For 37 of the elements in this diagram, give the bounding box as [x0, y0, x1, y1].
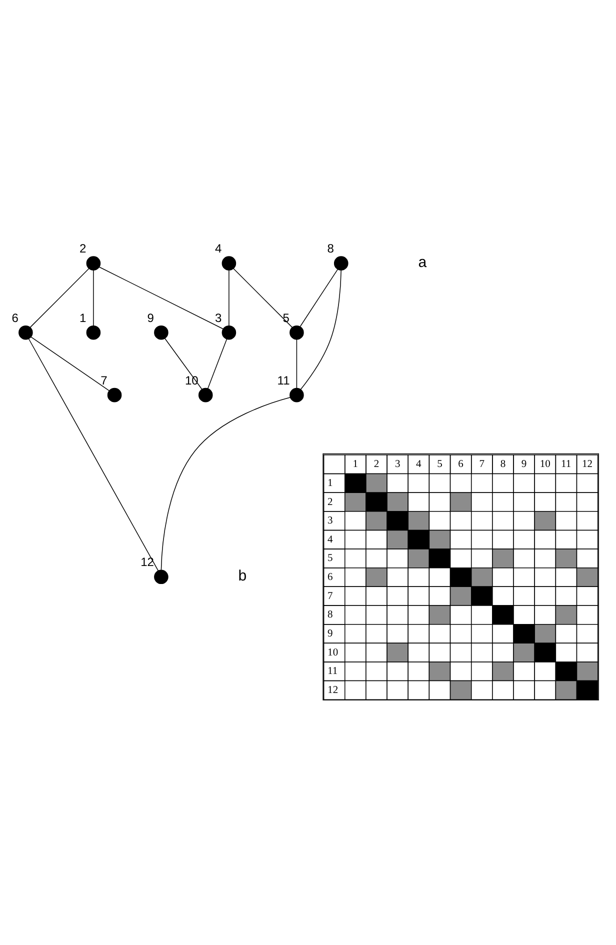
label: 12 — [328, 684, 338, 696]
label: 10 — [540, 458, 550, 470]
node-label: 9 — [147, 310, 154, 324]
label: 11 — [560, 458, 572, 470]
label: 6 — [458, 458, 464, 470]
node-label: 6 — [12, 310, 18, 324]
label: 10 — [328, 646, 338, 658]
label: a — [418, 254, 427, 271]
label: 7 — [328, 590, 333, 602]
label: 4 — [416, 458, 422, 470]
node-label: 12 — [140, 554, 154, 569]
label: 11 — [328, 666, 338, 677]
label: 4 — [328, 534, 333, 545]
label: 8 — [328, 609, 333, 620]
node-label: 1 — [80, 310, 86, 324]
node-label: 11 — [277, 372, 290, 387]
label: 1 — [352, 458, 358, 470]
node-label: 7 — [100, 372, 108, 387]
node-label: 8 — [327, 241, 334, 256]
label: 12 — [582, 458, 593, 470]
node-label: 2 — [80, 241, 86, 256]
label: 7 — [479, 458, 485, 470]
label: 5 — [328, 552, 333, 564]
label: 9 — [328, 628, 333, 640]
node-label: 4 — [215, 241, 222, 256]
label: 6 — [328, 572, 333, 583]
label: 8 — [500, 458, 506, 470]
node-label: 3 — [215, 310, 222, 324]
label: 3 — [394, 458, 400, 470]
label: 2 — [328, 496, 333, 508]
label: 3 — [328, 515, 333, 526]
label: 1 — [328, 477, 333, 488]
node-label: 5 — [282, 310, 290, 324]
label: 9 — [521, 458, 527, 470]
label: b — [238, 567, 247, 584]
label: 2 — [374, 458, 380, 470]
label: 5 — [437, 458, 442, 470]
